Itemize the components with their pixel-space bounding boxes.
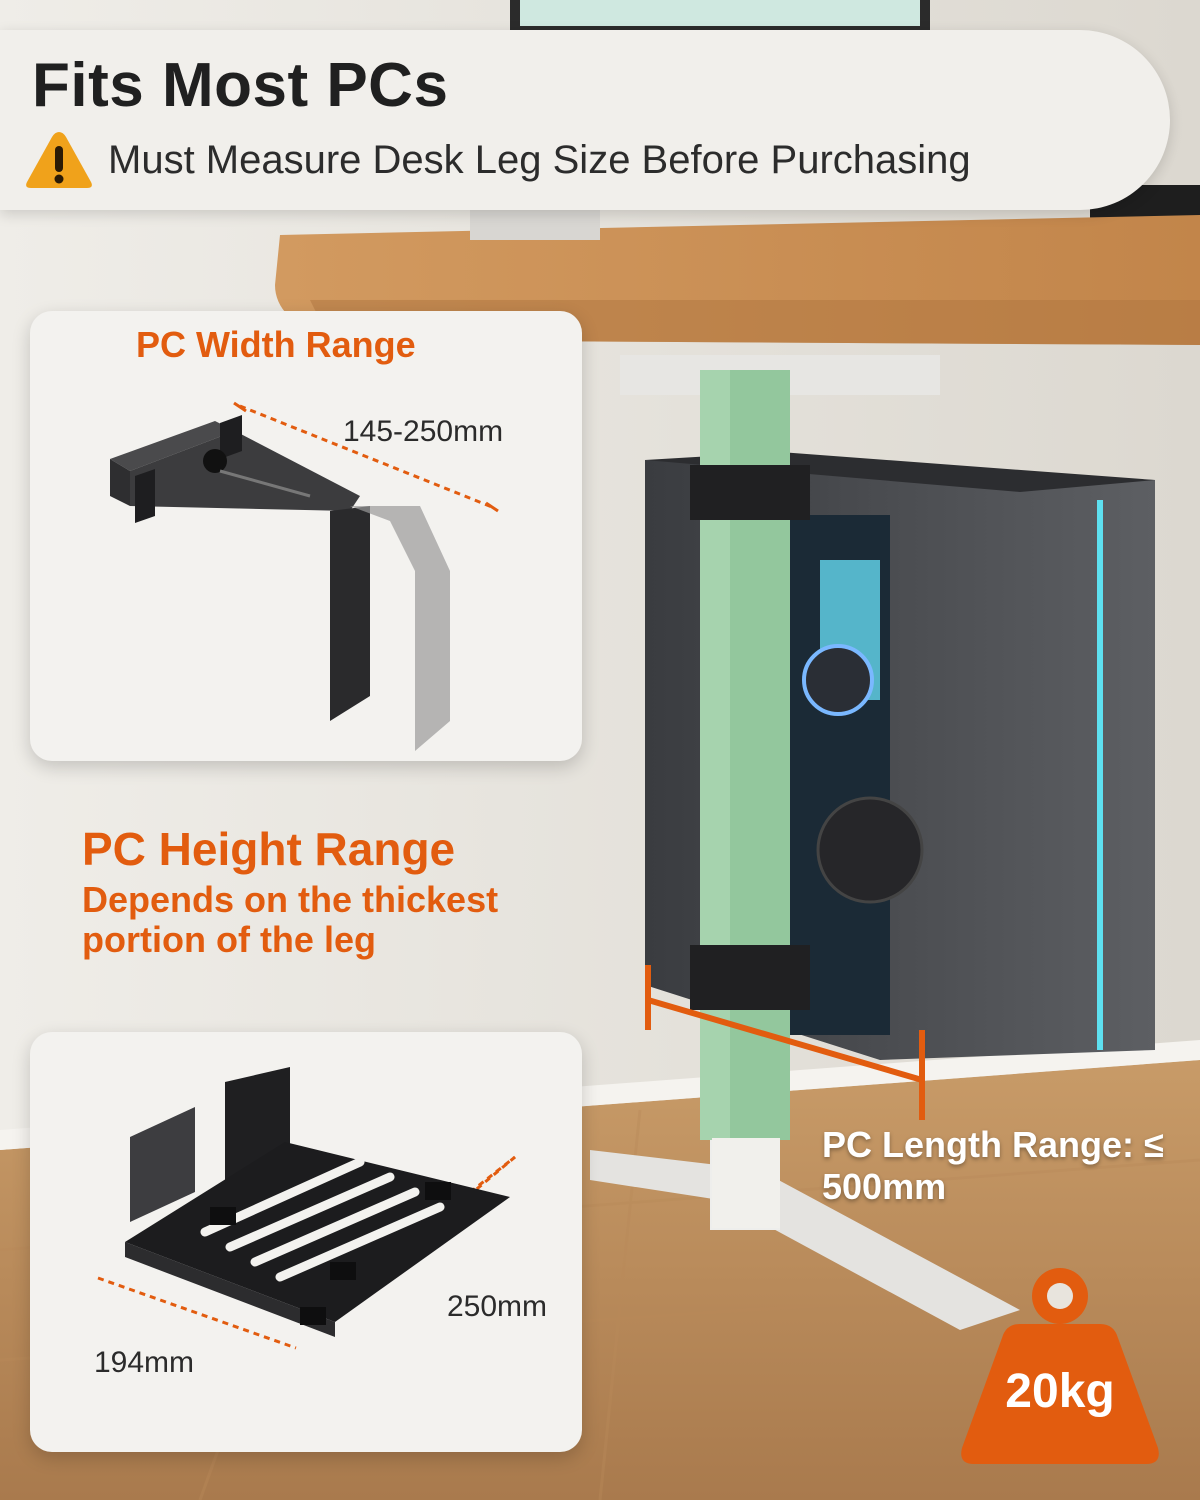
header-banner: [0, 30, 1170, 210]
width-bracket-illustration: [110, 401, 499, 751]
width-range-title: PC Width Range: [136, 324, 416, 365]
weight-icon: [961, 1268, 1159, 1464]
tray-dimensions-card: 250mm 194mm: [30, 1032, 582, 1452]
warning-row: Must Measure Desk Leg Size Before Purcha…: [24, 126, 971, 194]
width-range-dimension: 145-250mm: [343, 415, 504, 448]
page-title: Fits Most PCs: [32, 51, 449, 120]
warning-subtitle: Must Measure Desk Leg Size Before Purcha…: [108, 138, 971, 182]
width-range-card: PC Width Range 145-250mm: [30, 311, 582, 761]
tray-depth-dimension: 250mm: [447, 1290, 548, 1323]
warning-triangle-icon: [26, 132, 92, 188]
tray-illustration: [97, 1067, 516, 1350]
tray-width-dimension: 194mm: [94, 1346, 195, 1379]
height-range-description: Depends on the thickest portion of the l…: [82, 879, 499, 960]
weight-badge: 20kg: [958, 1258, 1162, 1464]
weight-value: 20kg: [1005, 1365, 1115, 1418]
height-range-title: PC Height Range: [82, 823, 456, 875]
pc-length-range-label: PC Length Range: ≤ 500mm: [822, 1124, 1164, 1207]
